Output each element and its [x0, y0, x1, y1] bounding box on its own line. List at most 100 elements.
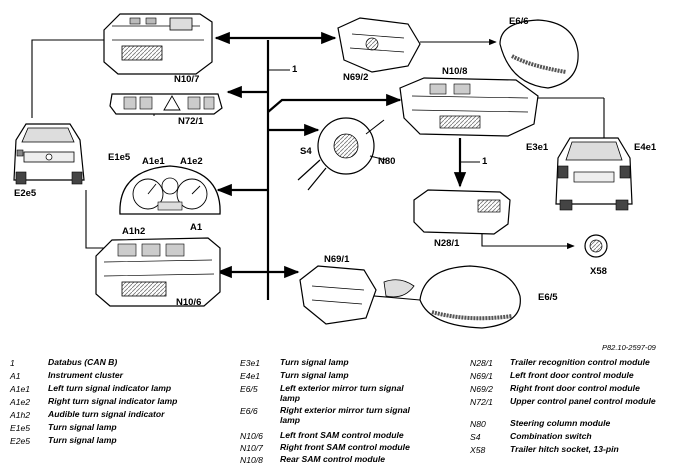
- label-e2e5: E2e5: [14, 188, 37, 199]
- legend-code: E6/5: [240, 384, 258, 394]
- left-front-sam-module: [95, 237, 221, 307]
- legend-code: A1: [10, 371, 21, 381]
- legend-code: 1: [10, 358, 15, 368]
- trailer-hitch-socket: [584, 234, 608, 258]
- legend-desc: Left front SAM control module: [280, 430, 404, 440]
- left-mirror: [419, 265, 521, 329]
- legend-row: N80 Steering column module: [470, 418, 675, 429]
- upper-control-panel-module: [109, 93, 223, 115]
- legend-code: N69/2: [470, 384, 493, 394]
- legend-row: N10/8 Rear SAM control module: [240, 454, 465, 465]
- label-s4: S4: [300, 146, 312, 157]
- legend-code: E4e1: [240, 371, 261, 381]
- legend-desc: Left exterior mirror turn signal lamp: [280, 383, 404, 403]
- label-n10-6: N10/6: [176, 297, 201, 308]
- legend-row: 1 Databus (CAN B): [10, 357, 230, 368]
- rear-sam-module: [399, 77, 539, 137]
- label-e1e5: E1e5: [108, 152, 131, 163]
- legend-desc: Right front door control module: [510, 383, 640, 393]
- legend-desc: Trailer recognition control module: [510, 357, 650, 367]
- label-n10-7: N10/7: [174, 74, 199, 85]
- legend-desc: Trailer hitch socket, 13-pin: [510, 444, 619, 454]
- legend-row: E1e5 Turn signal lamp: [10, 422, 230, 433]
- legend-code: A1e2: [10, 397, 31, 407]
- legend-desc: Right exterior mirror turn signal lamp: [280, 405, 410, 425]
- label-n10-8: N10/8: [442, 66, 467, 77]
- label-e4e1: E4e1: [634, 142, 657, 153]
- legend-desc: Turn signal lamp: [48, 435, 117, 445]
- label-e6-6: E6/6: [509, 16, 529, 27]
- legend-row: N69/1 Left front door control module: [470, 370, 675, 381]
- legend-code: N10/8: [240, 455, 263, 465]
- legend-code: A1h2: [10, 410, 31, 420]
- legend-row: N10/6 Left front SAM control module: [240, 430, 465, 441]
- legend-desc: Databus (CAN B): [48, 357, 118, 367]
- right-front-sam-module: [103, 13, 213, 75]
- legend-desc: Right turn signal indicator lamp: [48, 396, 178, 406]
- label-x58: X58: [590, 266, 607, 277]
- legend-code: N69/1: [470, 371, 493, 381]
- legend-row: A1e2 Right turn signal indicator lamp: [10, 396, 230, 407]
- legend-row: N72/1 Upper control panel control module: [470, 396, 675, 407]
- figure-reference: P82.10-2597-09: [602, 343, 656, 352]
- turn-signal-network-diagram: N10/7 N72/1 N69/2 E6/6 N10/8 E3e1 E4e1 S…: [13, 13, 657, 329]
- legend-code: A1e1: [10, 384, 31, 394]
- legend-code: N10/6: [240, 431, 263, 441]
- right-door-module: [337, 17, 421, 73]
- legend-code: X58: [470, 445, 486, 455]
- legend-code: E3e1: [240, 358, 261, 368]
- rear-car-view: [555, 137, 633, 211]
- legend-desc: Rear SAM control module: [280, 454, 386, 464]
- label-databus-1a: 1: [292, 64, 298, 75]
- legend-desc: Left turn signal indicator lamp: [48, 383, 172, 393]
- legend-row: S4 Combination switch: [470, 431, 675, 442]
- legend-code: E2e5: [10, 436, 31, 446]
- legend-desc: Upper control panel control module: [510, 396, 656, 406]
- label-a1e2: A1e2: [180, 156, 203, 167]
- legend-code: N80: [470, 419, 486, 429]
- instrument-cluster: [119, 165, 221, 215]
- legend-desc: Turn signal lamp: [48, 422, 117, 432]
- label-n80: N80: [378, 156, 395, 167]
- legend-code: E6/6: [240, 406, 258, 416]
- legend-desc: Combination switch: [510, 431, 592, 441]
- label-databus-1b: 1: [482, 156, 488, 167]
- legend-desc: Instrument cluster: [48, 370, 123, 380]
- legend-row: X58 Trailer hitch socket, 13-pin: [470, 444, 675, 455]
- legend-row: A1 Instrument cluster: [10, 370, 230, 381]
- legend-desc: Left front door control module: [510, 370, 634, 380]
- legend-code: S4: [470, 432, 481, 442]
- legend-row: A1e1 Left turn signal indicator lamp: [10, 383, 230, 394]
- legend-code: N28/1: [470, 358, 493, 368]
- legend-desc: Steering column module: [510, 418, 611, 428]
- left-door-module: [299, 265, 415, 325]
- legend-code: N10/7: [240, 443, 263, 453]
- legend-row: A1h2 Audible turn signal indicator: [10, 409, 230, 420]
- label-a1: A1: [190, 222, 203, 233]
- legend-row: N69/2 Right front door control module: [470, 383, 675, 394]
- legend-desc: Turn signal lamp: [280, 370, 349, 380]
- legend-row: E3e1 Turn signal lamp: [240, 357, 465, 368]
- legend-desc: Turn signal lamp: [280, 357, 349, 367]
- right-mirror: [499, 19, 579, 89]
- label-a1e1: A1e1: [142, 156, 165, 167]
- legend-row: E6/5 Left exterior mirror turn signal la…: [240, 383, 465, 402]
- label-e6-5: E6/5: [538, 292, 558, 303]
- label-n69-1: N69/1: [324, 254, 350, 265]
- label-a1h2: A1h2: [122, 226, 145, 237]
- legend-row: E6/6 Right exterior mirror turn signal l…: [240, 405, 465, 424]
- label-e3e1: E3e1: [526, 142, 549, 153]
- trailer-recognition-module: [413, 189, 511, 235]
- legend-row: E4e1 Turn signal lamp: [240, 370, 465, 381]
- label-n28-1: N28/1: [434, 238, 460, 249]
- legend-code: N72/1: [470, 397, 493, 407]
- legend-row: E2e5 Turn signal lamp: [10, 435, 230, 446]
- legend-desc: Right front SAM control module: [280, 442, 410, 452]
- legend-desc: Audible turn signal indicator: [48, 409, 165, 419]
- label-n69-2: N69/2: [343, 72, 368, 83]
- label-n72-1: N72/1: [178, 116, 204, 127]
- front-car-view: [13, 123, 85, 185]
- legend-code: E1e5: [10, 423, 31, 433]
- steering-column-module: [297, 117, 387, 191]
- legend-row: N10/7 Right front SAM control module: [240, 442, 465, 453]
